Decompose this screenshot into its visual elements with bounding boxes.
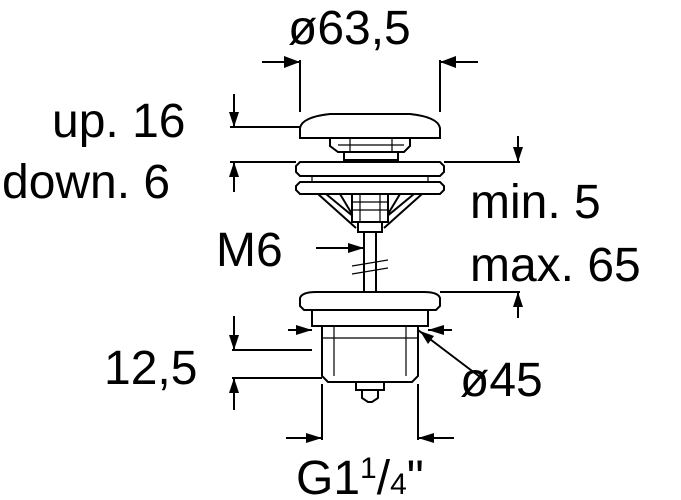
dimension-labels: ø63,5 up. 16 down. 6 min. 5 max. 65 M6 1… <box>2 2 641 500</box>
body-flange <box>299 291 441 311</box>
label-height: 12,5 <box>104 342 197 395</box>
core <box>351 193 389 223</box>
label-min: min. 5 <box>470 176 601 229</box>
label-max: max. 65 <box>470 239 641 292</box>
lower-flange <box>295 181 445 195</box>
neck <box>343 151 399 161</box>
bottom-nut <box>355 381 385 391</box>
dimensions <box>229 56 523 443</box>
body-upper <box>311 309 429 327</box>
bottom-tip <box>361 389 379 403</box>
label-rod: M6 <box>216 224 283 277</box>
upper-flange <box>295 161 445 177</box>
waste-part <box>295 113 445 403</box>
cap <box>299 113 441 139</box>
label-down: down. 6 <box>2 156 170 209</box>
core-nut <box>357 221 383 233</box>
label-up: up. 16 <box>52 95 185 148</box>
label-diameter-top: ø63,5 <box>288 2 411 55</box>
body <box>321 325 419 383</box>
label-diameter-body: ø45 <box>460 354 543 407</box>
label-thread: G11/4" <box>296 452 424 500</box>
